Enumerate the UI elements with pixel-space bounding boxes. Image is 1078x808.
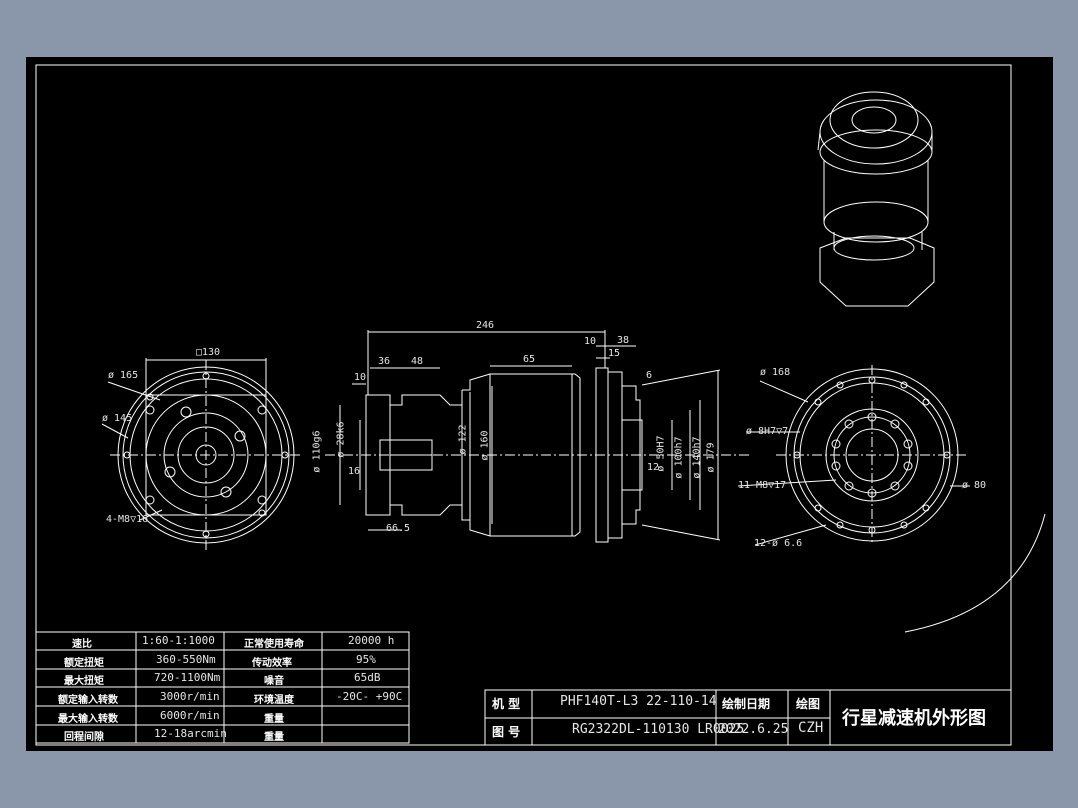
dim-38: 38 [617, 335, 630, 346]
dim-square-130: □130 [196, 347, 221, 358]
spec-label: 环境温度 [254, 695, 294, 706]
spec-label: 最大扭矩 [64, 676, 104, 687]
drawing-title: 行星减速机外形图 [842, 708, 986, 729]
dim-d80: ø 80 [962, 480, 987, 491]
left-front-view [101, 358, 302, 550]
dim-d140h7: ø 140h7 [691, 436, 703, 479]
spec-value: 95% [356, 653, 376, 666]
dim-d100h7: ø 100h7 [673, 436, 685, 479]
spec-value: 12-18arcmin [154, 727, 227, 740]
drawer-label: 绘图 [796, 697, 821, 711]
dim-10a: 10 [354, 372, 367, 383]
drawing-number-value: RG2322DL-110130 LR0025 [572, 722, 745, 737]
dim-15: 15 [608, 348, 621, 359]
dim-48: 48 [411, 356, 424, 367]
dim-d50H7: ø 50H7 [655, 435, 667, 472]
spec-label: 噪音 [264, 676, 284, 687]
date-value: 2022.6.25 [718, 722, 789, 737]
dim-246: 246 [476, 320, 495, 331]
spec-label: 重量 [264, 732, 284, 743]
dim-d179: ø 179 [705, 442, 717, 473]
spec-label: 重量 [264, 714, 284, 725]
spec-label: 速比 [72, 639, 92, 650]
spec-value: 20000 h [348, 634, 395, 647]
side-section-view [325, 330, 750, 543]
spec-label: 额定输入转数 [58, 695, 118, 706]
dim-10b: 10 [584, 336, 597, 347]
dim-d160: ø 160 [479, 430, 491, 461]
dim-36: 36 [378, 356, 391, 367]
dim-6: 6 [646, 370, 653, 381]
spec-label: 正常使用寿命 [244, 639, 304, 650]
model-label: 机 型 [492, 697, 521, 711]
dim-d145: ø 145 [102, 413, 133, 424]
spec-label: 回程间隙 [64, 732, 104, 743]
spec-label: 额定扭矩 [64, 658, 104, 669]
spec-value: 65dB [354, 671, 381, 684]
dim-65: 65 [523, 354, 536, 365]
dim-d122: ø 122 [457, 424, 469, 455]
spec-value: 1:60-1:1000 [142, 634, 215, 647]
dim-12: 12 [647, 462, 660, 473]
dim-holes-12: 12-ø 6.6 [754, 538, 803, 549]
spec-value: -20C- +90C [336, 690, 403, 703]
dim-d110g6: ø 110g6 [311, 430, 323, 473]
spec-label: 最大输入转数 [58, 714, 118, 725]
dim-d165: ø 165 [108, 370, 139, 381]
dim-d168: ø 168 [760, 367, 791, 378]
spec-table-lines [35, 631, 410, 744]
model-value: PHF140T-L3 22-110-14 [560, 694, 717, 709]
date-label: 绘制日期 [722, 697, 771, 711]
dim-d28k6: ø 28k6 [335, 421, 347, 458]
spec-label: 传动效率 [252, 658, 292, 669]
dim-16: 16 [348, 466, 361, 477]
drawer-value: CZH [798, 720, 824, 736]
spec-value: 3000r/min [160, 690, 220, 703]
drawing-area [26, 57, 1053, 751]
dim-holes-4m8: 4-M8▽16 [106, 514, 149, 525]
leader-arc [904, 513, 1046, 633]
spec-value: 6000r/min [160, 709, 220, 722]
right-front-view [737, 365, 970, 546]
dim-d8h7: ø 8H7▽7 [746, 426, 789, 437]
spec-value: 720-1100Nm [154, 671, 221, 684]
dim-66-5: 66.5 [386, 523, 411, 534]
dim-holes-11m8: 11-M8▽17 [738, 480, 787, 491]
title-block-lines [484, 689, 1012, 746]
drawing-number-label: 图 号 [492, 725, 521, 739]
isometric-sketch [817, 91, 935, 307]
spec-value: 360-550Nm [156, 653, 216, 666]
